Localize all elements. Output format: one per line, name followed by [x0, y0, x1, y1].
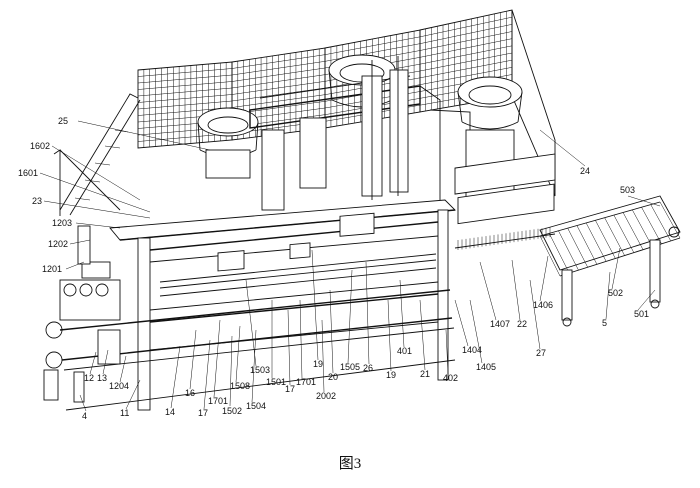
stair-railing: [53, 93, 141, 216]
callout-1503: 1503: [250, 365, 270, 375]
callout-1204: 1204: [109, 381, 129, 391]
callout-503: 503: [620, 185, 635, 195]
callout-402: 402: [443, 373, 458, 383]
callout-13: 13: [97, 373, 107, 383]
callout-19-a: 19: [313, 359, 323, 369]
transfer-unit: [454, 153, 556, 250]
callout-1502: 1502: [222, 406, 242, 416]
callout-21: 21: [420, 369, 430, 379]
figure-caption: 图3: [338, 456, 362, 472]
callout-27: 27: [536, 348, 546, 358]
callout-1701-a: 1701: [208, 396, 228, 406]
callout-20: 20: [328, 372, 338, 382]
callout-1404: 1404: [462, 345, 482, 355]
callout-1501: 1501: [266, 377, 286, 387]
callout-401: 401: [397, 346, 412, 356]
callout-1203: 1203: [52, 218, 72, 228]
callout-2002: 2002: [316, 391, 336, 401]
callout-1602: 1602: [30, 141, 50, 151]
callout-23: 23: [32, 196, 42, 206]
callout-19-b: 19: [386, 370, 396, 380]
callout-1508: 1508: [230, 381, 250, 391]
callout-17-a: 17: [198, 408, 208, 418]
callout-12: 12: [84, 373, 94, 383]
leader-lines: [39, 120, 661, 412]
callout-1406: 1406: [533, 300, 553, 310]
callout-1701-b: 1701: [296, 377, 316, 387]
callout-4: 4: [82, 411, 87, 421]
callout-24: 24: [580, 166, 590, 176]
callout-25: 25: [58, 116, 68, 126]
callout-14: 14: [165, 407, 175, 417]
left-station: [43, 225, 121, 403]
callout-labels: 25 1602 1601 23 1203 1202 1201 12 13 120…: [18, 116, 649, 421]
callout-1505: 1505: [340, 362, 360, 372]
callout-17-b: 17: [285, 384, 295, 394]
callout-11: 11: [120, 408, 129, 418]
callout-26: 26: [363, 363, 373, 373]
callout-1407: 1407: [490, 319, 510, 329]
callout-1601: 1601: [18, 168, 38, 178]
callout-502: 502: [608, 288, 623, 298]
callout-1405: 1405: [476, 362, 496, 372]
main-frame: [59, 199, 456, 411]
bowl-feeder-left: [197, 107, 259, 179]
linear-rails: [159, 212, 437, 297]
upper-gantry: [249, 56, 471, 211]
callout-16: 16: [185, 388, 195, 398]
callout-1201: 1201: [42, 264, 62, 274]
callout-1202: 1202: [48, 239, 68, 249]
callout-1504: 1504: [246, 401, 266, 411]
callout-5: 5: [602, 318, 607, 328]
output-conveyor: [539, 195, 681, 327]
callout-501: 501: [634, 309, 649, 319]
callout-22: 22: [517, 319, 527, 329]
